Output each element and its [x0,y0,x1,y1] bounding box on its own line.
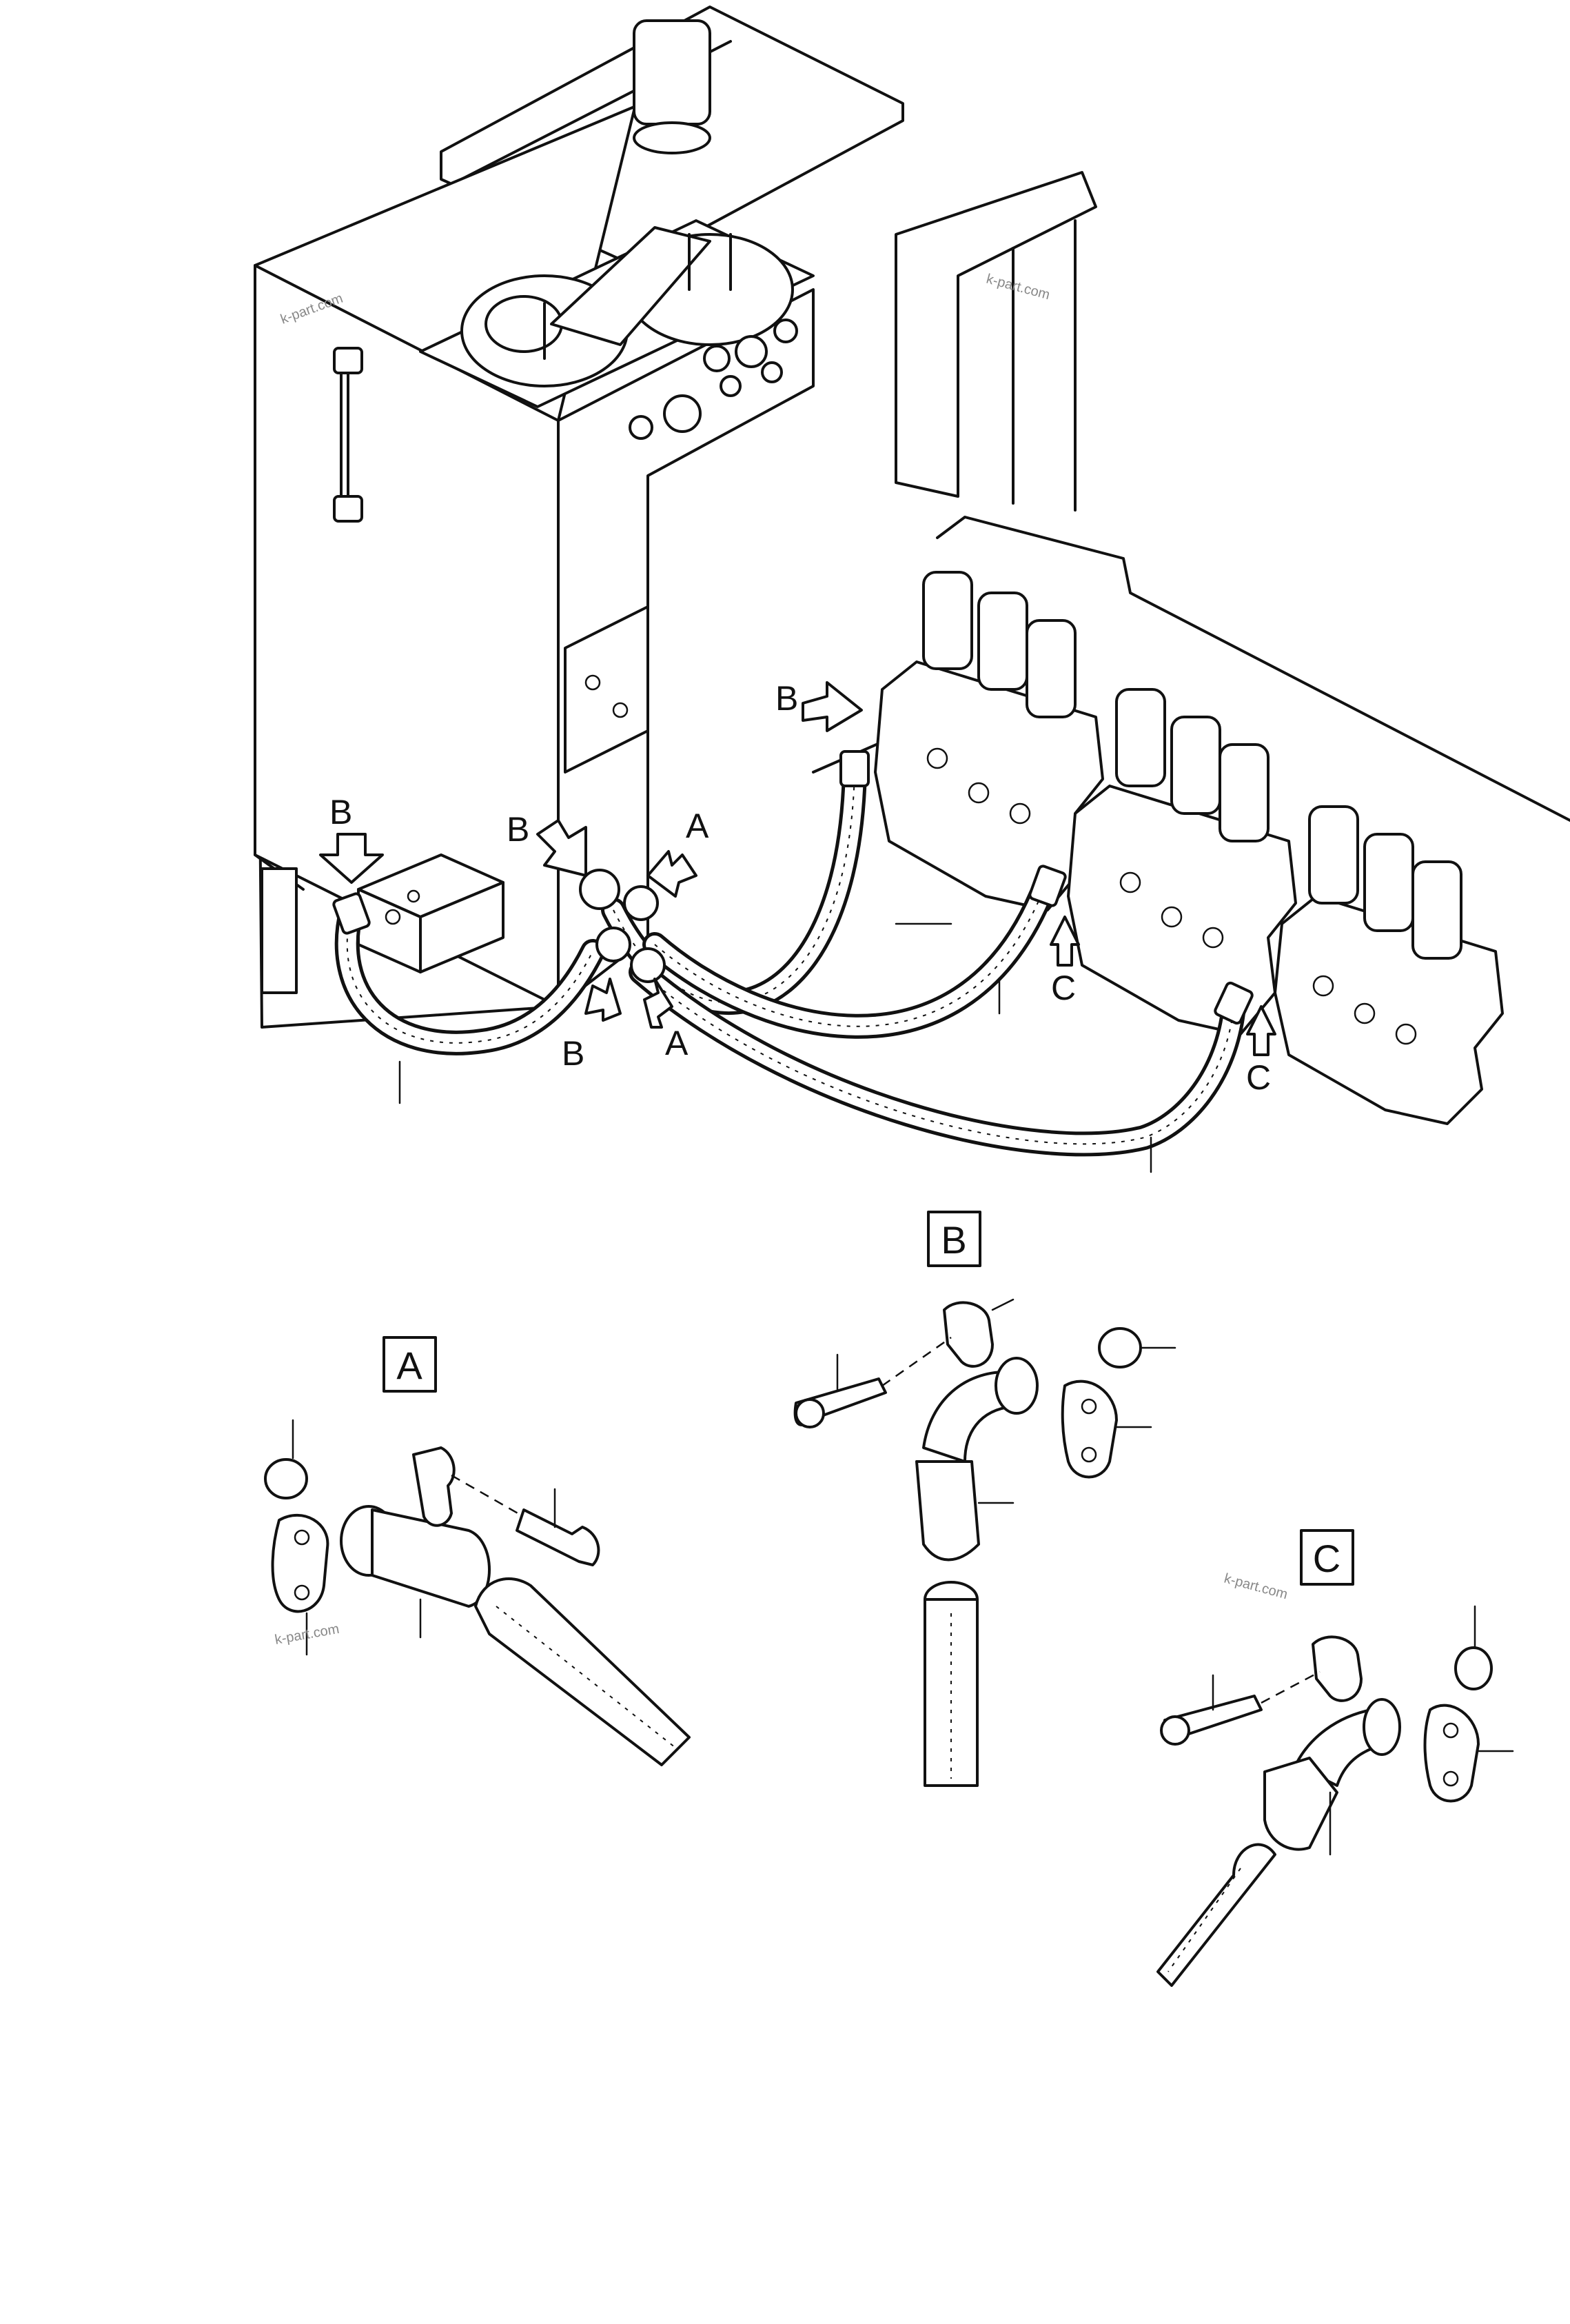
arrow-b-low [584,978,622,1022]
detail-b-label: B [941,1218,966,1262]
detail-a-hose-fitting [371,1508,491,1608]
detail-c: C [1156,1529,1514,1987]
detail-a-bolt [516,1508,600,1566]
detail-c-flange-head [1363,1698,1401,1756]
arrow-b-mid [536,819,587,877]
arrow-b-valve [802,681,863,732]
detail-c-hose-nut [1263,1757,1338,1851]
detail-a: A [264,1336,691,1766]
callout-c-right: C [1246,1058,1271,1097]
detail-a-split-flange [271,1513,329,1613]
callout-a-low: A [665,1024,689,1062]
detail-a-hose [474,1577,691,1766]
callout-b-low: B [562,1034,584,1073]
detail-b-flange-head [995,1357,1039,1415]
manifold-block [357,853,504,973]
detail-a-label-box [383,1336,437,1393]
detail-a-label: A [396,1344,422,1387]
arrow-a-low [643,978,673,1029]
arrow-c-mid [1050,916,1080,967]
detail-b-clamp-half [943,1301,994,1368]
hoses-main [332,750,1254,1173]
detail-c-label: C [1313,1537,1340,1580]
detail-b: B [793,1211,1176,1787]
detail-a-clamp-half [412,1446,456,1527]
callout-c-mid: C [1051,969,1076,1007]
level-gauge [333,347,363,523]
detail-b-label-box [927,1211,981,1267]
detail-c-label-box [1300,1529,1354,1586]
arrow-c-right [1246,1005,1276,1056]
control-valve-1 [874,571,1104,911]
watermark-2: k-part.com [985,272,1052,303]
tank-port-fittings [629,319,798,440]
control-valve-3 [1274,805,1504,1125]
arrow-a-top [646,850,697,898]
callout-b-left: B [329,793,352,831]
watermark-4: k-part.com [1223,1571,1289,1603]
callout-b-valve: B [775,679,798,718]
detail-c-split-flange [1423,1704,1480,1803]
callout-arrows [319,681,1276,1056]
control-valve-bank [874,571,1504,1125]
detail-c-hose [1156,1843,1276,1987]
detail-b-split-flange [1061,1380,1118,1479]
detail-c-o-ring [1454,1646,1493,1690]
arrow-b-left [319,833,384,884]
callout-a-top: A [686,807,709,845]
detail-c-clamp-half [1312,1635,1363,1702]
callout-b-mid: B [507,810,529,849]
hydraulic-tank [254,6,1570,1029]
control-valve-2 [1067,688,1297,1035]
filler-cap [633,19,711,125]
detail-b-o-ring [1098,1327,1142,1368]
detail-b-hose-nut [915,1460,980,1562]
detail-a-o-ring [264,1458,308,1499]
